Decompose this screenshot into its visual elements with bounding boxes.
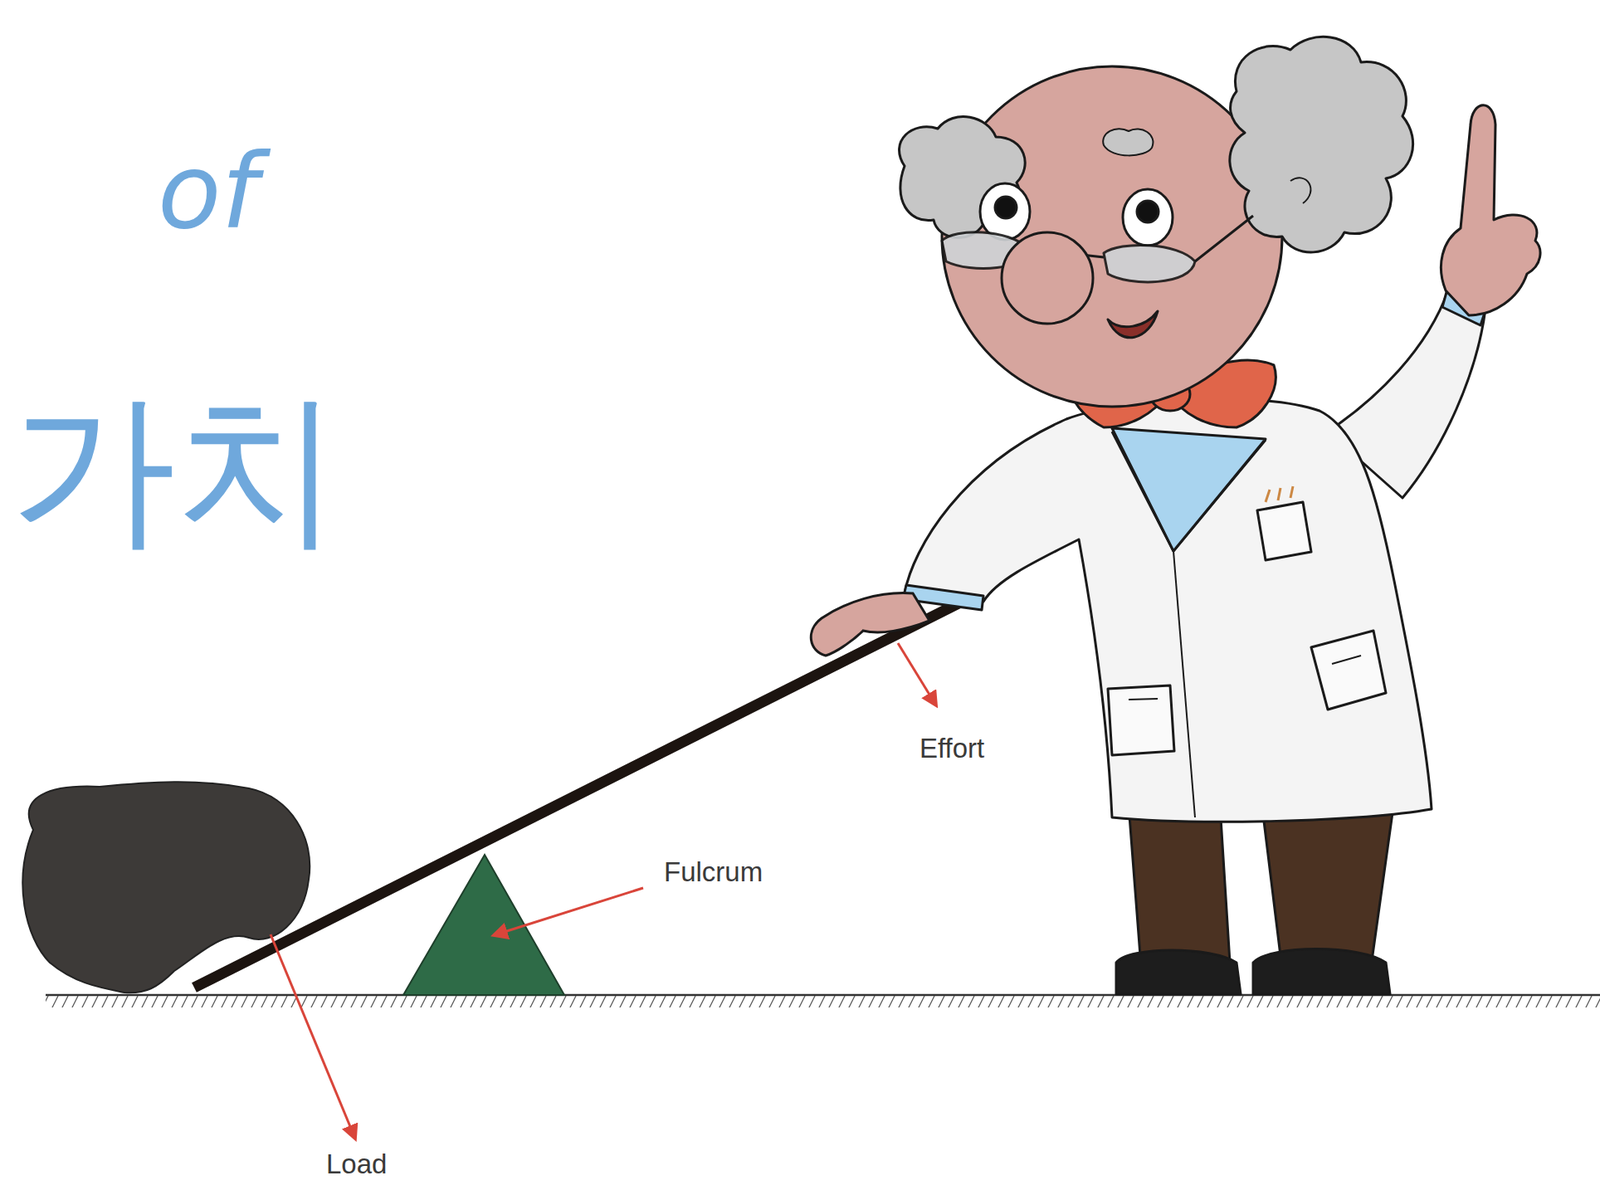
title-fragment: 가치 <box>9 385 342 552</box>
part-label: Fulcrum <box>663 858 763 886</box>
fulcrum-arrow <box>493 887 644 936</box>
load-arrow <box>270 934 356 1139</box>
part-label: Load <box>326 1150 387 1178</box>
part-label: Effort <box>919 734 985 762</box>
lever-bar <box>194 587 991 988</box>
rock <box>22 781 310 993</box>
title-fragment: of <box>157 139 258 244</box>
hand <box>810 593 930 656</box>
scientist-figure <box>899 36 1541 995</box>
effort-arrow <box>897 643 937 706</box>
ground <box>45 995 1600 1008</box>
